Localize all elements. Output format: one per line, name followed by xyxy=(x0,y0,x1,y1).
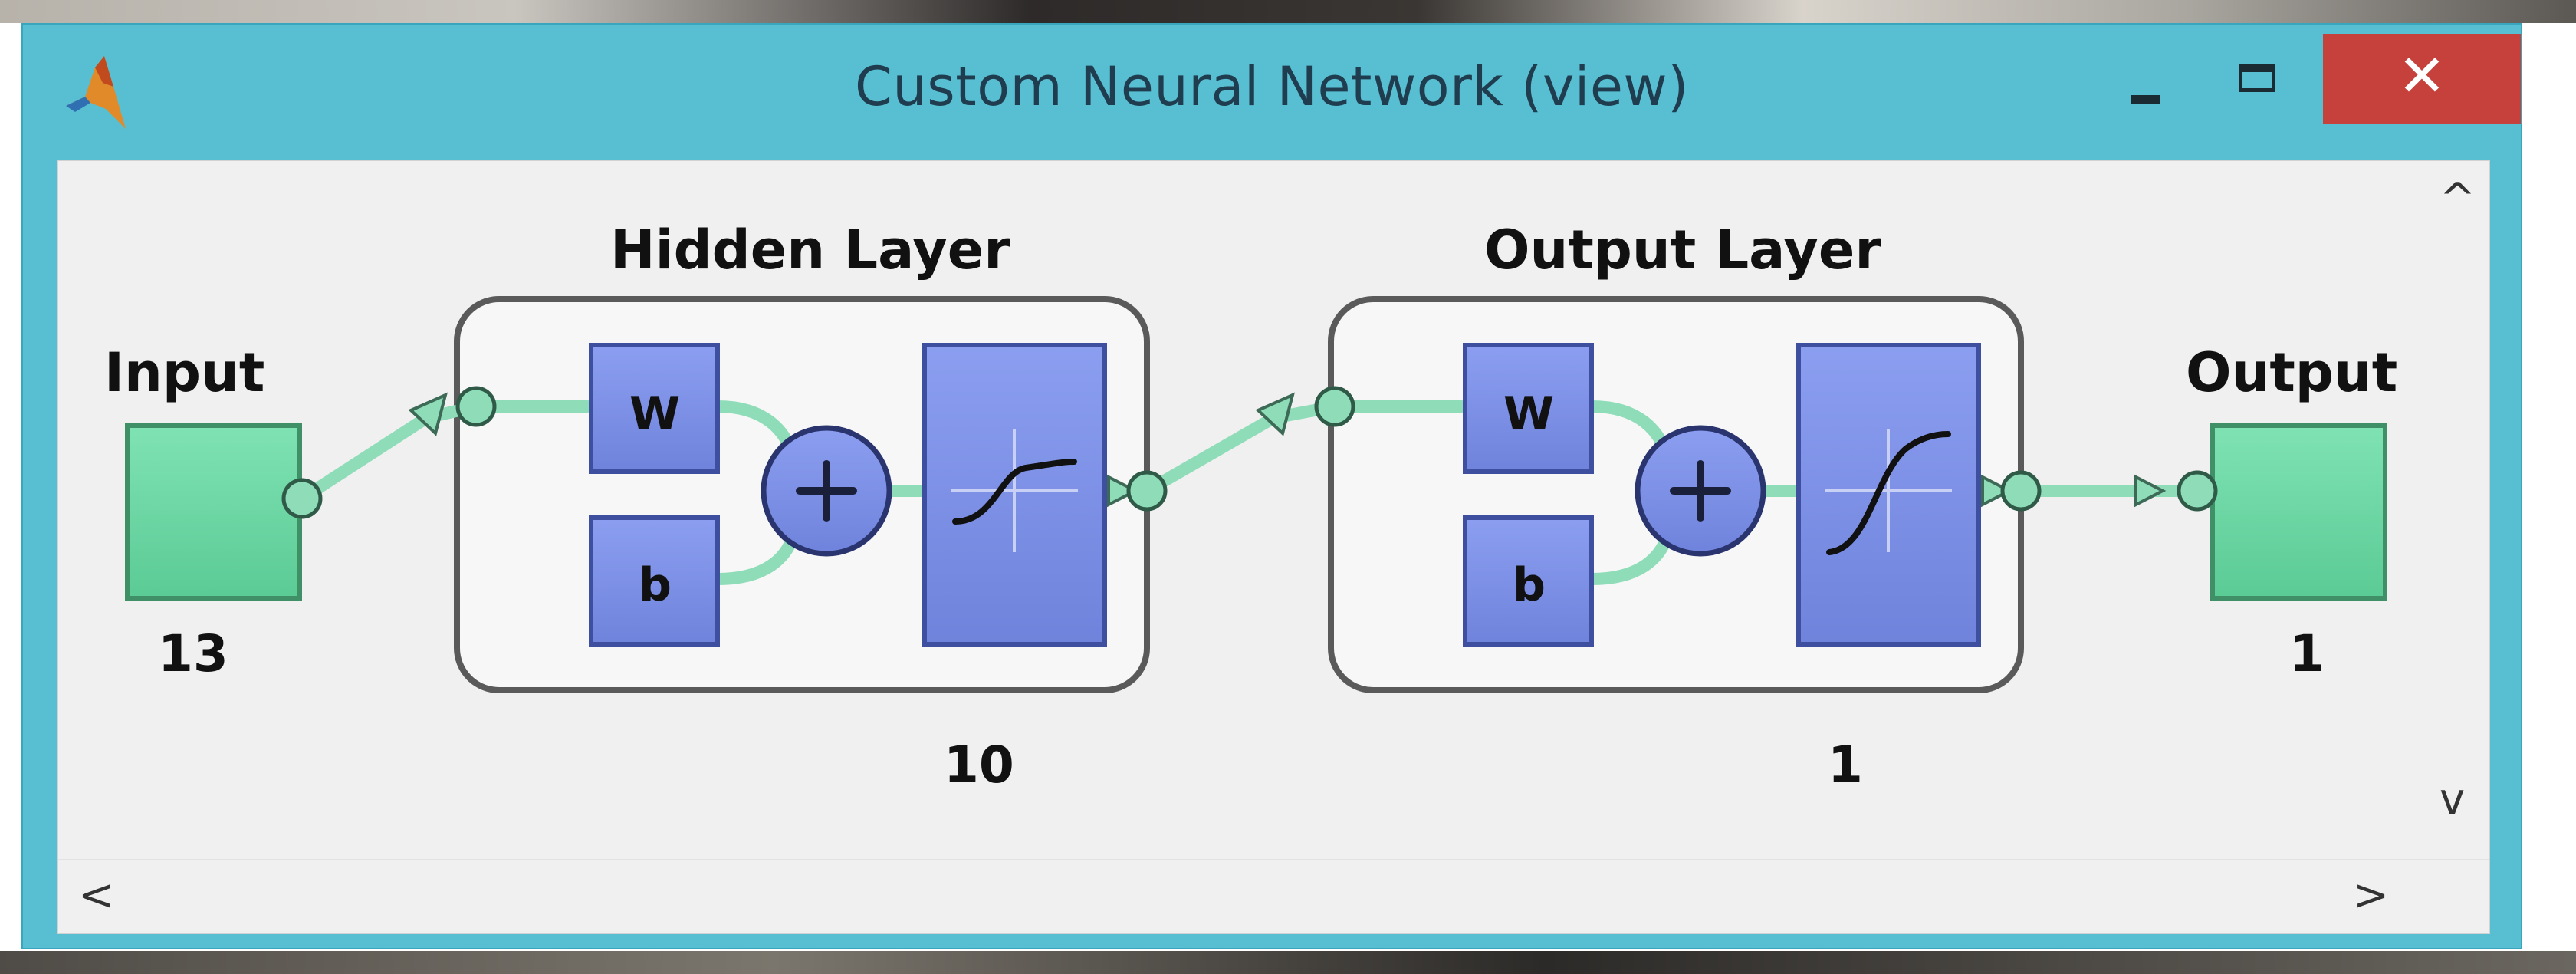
hidden-bias-block xyxy=(589,515,720,647)
output-weight-label: W xyxy=(1503,387,1554,441)
output-weight-block xyxy=(1463,343,1594,474)
output-node-port xyxy=(2177,470,2218,512)
hidden-weight-block xyxy=(589,343,720,474)
scroll-down-icon[interactable]: v xyxy=(2440,775,2466,824)
hidden-output-port xyxy=(1126,470,1168,512)
output-layer-input-port xyxy=(1314,386,1355,427)
desktop-background-top xyxy=(0,0,2576,23)
horizontal-scrollbar[interactable]: < > xyxy=(58,859,2489,933)
matlab-logo-icon xyxy=(66,56,126,129)
output-size: 1 xyxy=(2289,624,2325,683)
hidden-to-output-connector xyxy=(1141,400,1341,497)
output-plus-icon xyxy=(1670,460,1731,522)
maximize-icon xyxy=(2239,64,2275,92)
arrow-hidden-out xyxy=(1107,474,1139,508)
vertical-scrollbar[interactable]: ^ v xyxy=(2415,161,2489,851)
maximize-button[interactable] xyxy=(2216,40,2300,124)
output-layer-size: 1 xyxy=(1828,735,1863,795)
arrow-output-out xyxy=(1981,474,2013,508)
output-node xyxy=(2210,423,2387,601)
hidden-weight-label: W xyxy=(629,387,680,441)
hidden-plus-icon xyxy=(796,460,857,522)
hidden-layer-size: 10 xyxy=(944,735,1014,795)
arrow-output-node xyxy=(2134,474,2167,508)
output-bias-block xyxy=(1463,515,1594,647)
output-layer-label: Output Layer xyxy=(1484,219,1881,281)
desktop-background-bottom xyxy=(0,951,2576,974)
input-node xyxy=(125,423,302,601)
output-layer-output-port xyxy=(2000,470,2042,512)
scroll-left-icon[interactable]: < xyxy=(78,870,114,920)
close-button[interactable]: ✕ xyxy=(2323,34,2521,124)
hidden-input-port xyxy=(455,386,497,427)
tansig-curve-icon xyxy=(952,459,1077,525)
close-icon: ✕ xyxy=(2397,41,2446,110)
hidden-transfer-axes xyxy=(951,429,1078,552)
input-size: 13 xyxy=(158,624,228,683)
output-transfer-axes xyxy=(1825,429,1952,552)
scroll-up-icon[interactable]: ^ xyxy=(2440,174,2476,224)
output-bias-label: b xyxy=(1513,558,1546,612)
output-tansig-curve-icon xyxy=(1826,431,1951,555)
minimize-button[interactable] xyxy=(2104,40,2188,124)
app-window: Custom Neural Network (view) ✕ xyxy=(21,23,2522,949)
hidden-layer-label: Hidden Layer xyxy=(610,219,1010,281)
network-view-panel: Input 13 Hidden Layer W b 10 Output Laye… xyxy=(57,160,2490,934)
input-to-hidden-connector xyxy=(296,400,482,505)
window-title: Custom Neural Network (view) xyxy=(855,55,1689,118)
input-label: Input xyxy=(104,341,264,404)
title-bar[interactable]: Custom Neural Network (view) ✕ xyxy=(23,25,2521,163)
scroll-right-icon[interactable]: > xyxy=(2353,870,2389,920)
hidden-bias-label: b xyxy=(639,558,672,612)
output-label: Output xyxy=(2186,341,2397,404)
input-port xyxy=(281,478,323,519)
minimize-icon xyxy=(2131,95,2160,104)
arrow-input-hidden xyxy=(408,392,448,436)
arrow-hidden-output xyxy=(1255,392,1295,436)
network-diagram: Input 13 Hidden Layer W b 10 Output Laye… xyxy=(104,219,2397,795)
